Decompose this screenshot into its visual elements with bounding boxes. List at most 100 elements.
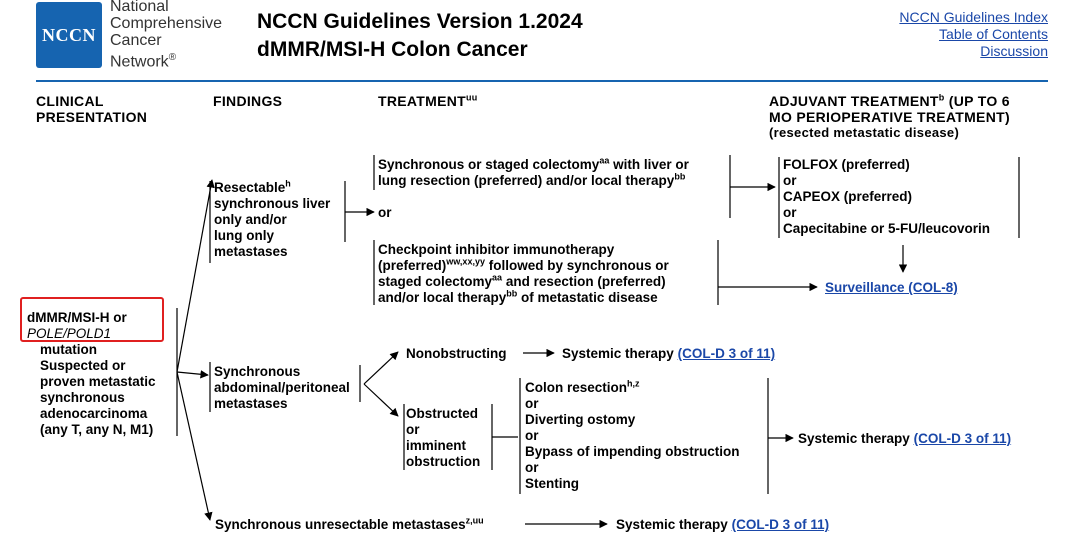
org-line: National: [110, 0, 169, 15]
presentation-line: POLE/POLD1: [27, 326, 112, 341]
footnote-sup: ww,xx,yy: [446, 256, 485, 267]
obstructed-line: or: [406, 422, 420, 437]
treatment-line: lung resection (preferred) and/or local …: [378, 171, 689, 189]
treatment-heading: TREATMENTuu: [378, 93, 478, 109]
title-line: dMMR/MSI-H Colon Cancer: [257, 38, 528, 61]
findings-heading: FINDINGS: [213, 93, 283, 109]
treatment-checkpoint: Checkpoint inhibitor immunotherapy (pref…: [378, 242, 669, 306]
finding-line: Resectableh: [214, 178, 330, 196]
option-text: Colon resection: [525, 380, 628, 395]
heading-line: (resected metastatic disease): [769, 125, 960, 140]
organization-name: National Comprehensive Cancer Network®: [110, 0, 222, 70]
presentation-line: proven metastatic: [40, 374, 156, 389]
nonobstructing-label: Nonobstructing: [406, 346, 507, 361]
option-line: Bypass of impending obstruction: [525, 444, 740, 459]
finding-line: Synchronous: [214, 364, 301, 379]
arrow-to-obstructed: [363, 383, 399, 417]
option-line: Colon resectionh,z: [525, 378, 740, 396]
org-line: Cancer: [110, 32, 162, 49]
col-d-link[interactable]: (COL-D 3 of 11): [677, 346, 776, 361]
obstruction-options: Colon resectionh,z or Diverting ostomy o…: [525, 378, 740, 492]
treatment-text: of metastatic disease: [517, 290, 658, 305]
heading-line: ADJUVANT TREATMENTb (UP TO 6: [769, 93, 1010, 109]
option-line: or: [525, 396, 539, 411]
obstructed-line: Obstructed: [406, 406, 479, 421]
treatment-text: (preferred): [378, 258, 447, 273]
footnote-sup: h: [285, 178, 291, 189]
org-line: Comprehensive: [110, 15, 223, 32]
adjuvant-line: or: [783, 173, 797, 188]
clinical-presentation-detail: mutation Suspected or proven metastatic …: [40, 342, 156, 438]
heading-line: MO PERIOPERATIVE TREATMENT): [769, 109, 1010, 125]
systemic-label: Systemic therapy: [798, 431, 910, 446]
clinical-presentation: dMMR/MSI-H or POLE/POLD1: [27, 310, 127, 342]
org-line: Network®: [110, 49, 222, 70]
footnote-sup: uu: [466, 92, 478, 103]
presentation-line: dMMR/MSI-H or: [27, 310, 127, 325]
footnote-sup: b: [938, 92, 945, 103]
systemic-therapy-unresectable: Systemic therapy (COL-D 3 of 11): [616, 517, 829, 533]
heading-text: ADJUVANT TREATMENT: [769, 93, 939, 109]
treatment-text: lung resection (preferred) and/or local …: [378, 173, 675, 188]
surveillance-link-text[interactable]: Surveillance (COL-8): [825, 280, 958, 295]
org-line-text: Network: [110, 53, 169, 71]
presentation-line: (any T, any N, M1): [40, 422, 154, 437]
presentation-line: synchronous: [40, 390, 125, 405]
arrow-to-unresectable: [176, 371, 213, 521]
finding-line: metastases: [214, 396, 288, 411]
arrow-to-abdominal: [176, 370, 209, 379]
clinical-presentation-heading: CLINICAL PRESENTATION: [36, 93, 147, 125]
treatment-text: with liver or: [609, 157, 689, 172]
finding-line: abdominal/peritoneal: [214, 380, 350, 395]
obstructed-line: obstruction: [406, 454, 481, 469]
finding-unresectable: Synchronous unresectable metastasesz,uu: [215, 516, 484, 533]
col-d-link[interactable]: (COL-D 3 of 11): [913, 431, 1012, 446]
footnote-sup: aa: [599, 155, 610, 166]
treatment-line: staged colectomyaa and resection (prefer…: [378, 272, 669, 290]
treatment-line: and/or local therapybb of metastatic dis…: [378, 289, 669, 306]
option-line: Diverting ostomy: [525, 412, 636, 427]
option-line: or: [525, 428, 539, 443]
finding-resectable: Resectableh synchronous liver only and/o…: [214, 178, 331, 260]
treatment-line: Checkpoint inhibitor immunotherapy: [378, 242, 615, 257]
systemic-label: Systemic therapy: [616, 517, 728, 532]
header-links: NCCN Guidelines Index Table of Contents …: [899, 9, 1048, 60]
obstructed-line: imminent: [406, 438, 467, 453]
option-line: Stenting: [525, 476, 579, 491]
treatment-colectomy: Synchronous or staged colectomyaa with l…: [378, 155, 689, 189]
obstructed-label: Obstructed or imminent obstruction: [406, 406, 480, 470]
registered-mark: ®: [168, 52, 177, 63]
finding-line: metastases: [214, 244, 288, 259]
treatment-text: Synchronous or staged colectomy: [378, 157, 600, 172]
systemic-therapy-obstructed: Systemic therapy (COL-D 3 of 11): [798, 431, 1011, 447]
footnote-sup: h,z: [627, 378, 640, 389]
footnote-sup: aa: [492, 272, 503, 283]
treatment-line: Synchronous or staged colectomyaa with l…: [378, 155, 689, 173]
header-rule: [36, 80, 1048, 82]
discussion-link[interactable]: Discussion: [980, 43, 1048, 59]
presentation-line: Suspected or: [40, 358, 126, 373]
finding-line: only and/or: [214, 212, 287, 227]
page-title: NCCN Guidelines Version 1.2024 dMMR/MSI-…: [257, 8, 583, 64]
adjuvant-line: CAPEOX (preferred): [783, 189, 913, 204]
footnote-sup: bb: [674, 171, 686, 182]
finding-line: synchronous liver: [214, 196, 331, 211]
treatment-line: (preferred)ww,xx,yy followed by synchron…: [378, 256, 669, 274]
heading-line: PRESENTATION: [36, 109, 148, 125]
finding-text: Resectable: [214, 180, 286, 195]
finding-abdominal: Synchronous abdominal/peritoneal metasta…: [214, 364, 350, 412]
presentation-line: mutation: [40, 342, 97, 357]
finding-line: lung only: [214, 228, 274, 243]
arrow-to-resectable: [176, 179, 215, 373]
guidelines-index-link[interactable]: NCCN Guidelines Index: [899, 9, 1048, 25]
systemic-label: Systemic therapy: [562, 346, 674, 361]
table-of-contents-link[interactable]: Table of Contents: [939, 26, 1048, 42]
logo-text: NCCN: [42, 24, 96, 45]
adjuvant-heading: ADJUVANT TREATMENTb (UP TO 6 MO PERIOPER…: [769, 93, 1010, 141]
highlight-box: [20, 297, 164, 342]
col-d-link[interactable]: (COL-D 3 of 11): [731, 517, 830, 532]
treatment-text: followed by synchronous or: [484, 258, 669, 273]
treatment-text: and/or local therapy: [378, 290, 507, 305]
surveillance-link[interactable]: Surveillance (COL-8): [825, 280, 958, 296]
